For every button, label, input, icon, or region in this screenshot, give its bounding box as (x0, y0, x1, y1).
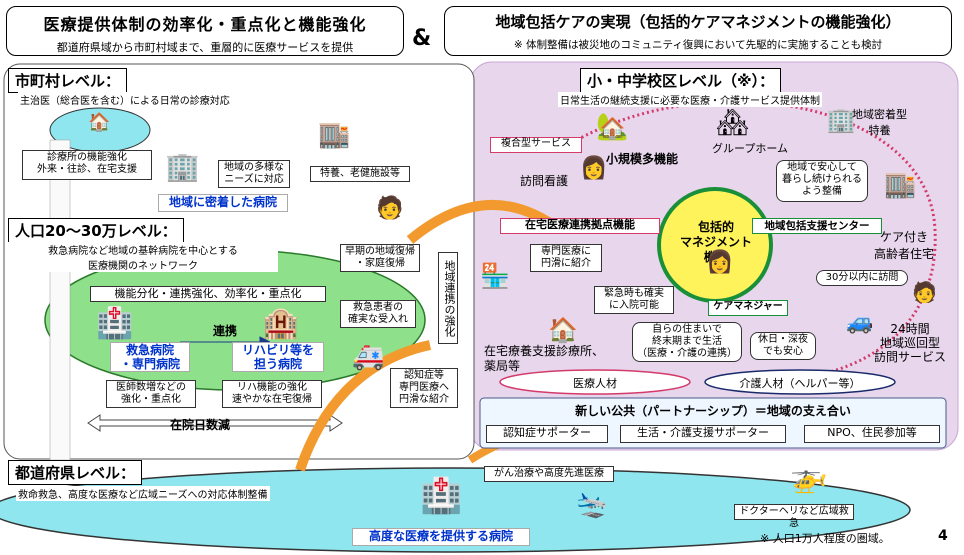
school-district-subtitle: 日常生活の継続支援に必要な医療・介護サービス提供体制 (558, 92, 822, 107)
end-of-life-box: 自らの住まいで 終末期まで生活 （医療・介護の連携） (632, 322, 742, 362)
early-return-box: 早期の地域復帰 ・家庭復帰 (340, 244, 420, 272)
stay-reduction-label: 在院日数減 (170, 418, 231, 432)
comprehensive-mgmt-label: 包括的 マネジメント 機能 (679, 220, 752, 264)
hospital-note-box: 地域の多様な ニーズに対応 (218, 160, 290, 188)
right-title: 地域包括ケアの実現（包括的ケアマネジメントの機能強化） (495, 13, 901, 31)
left-title-box: 医療提供体制の効率化・重点化と機能強化 都道府県域から市町村域まで、重層的に医療… (6, 6, 404, 56)
advanced-hospital-label: 高度な医療を提供する病院 (352, 528, 530, 546)
community-nursing-icon: 🏢 (826, 106, 856, 134)
care-housing-label: ケア付き 高齢者住宅 (874, 230, 935, 261)
local-hospital-label: 地域に密着した病院 (158, 194, 288, 212)
special-nursing-box: 特養、老健施設等 (310, 166, 410, 182)
clinic-function-box: 診療所の機能強化 外来・往診、在宅支援 (22, 150, 152, 180)
new-public-item-npo: NPO、住民参加等 (804, 425, 940, 443)
new-public-item-dementia: 認知症サポーター (486, 425, 608, 443)
community-nursing-label: 地域密着型 特養 (852, 108, 907, 137)
doctor-heli-box: ドクターヘリなど広域救急 (734, 504, 854, 529)
left-title: 医療提供体制の効率化・重点化と機能強化 (43, 15, 367, 34)
doctor-figure-icon: 🧑 (376, 196, 404, 221)
prefecture-heading: 都道府県レベル： (8, 460, 143, 485)
small-multi-building-icon: 🏡 (596, 112, 629, 142)
home-med-center-label: 在宅医療連携拠点機能 (500, 218, 660, 234)
pharmacy-icon: 🏪 (480, 262, 510, 290)
right-subtitle: ※ 体制整備は被災地のコミュニティ復興において先駆的に実施することも検討 (513, 39, 883, 51)
home-clinic-icon: 🏠 (548, 316, 578, 344)
comm-support-center-label: 地域包括支援センター (752, 218, 882, 234)
hospital-building-icon: 🏢 (165, 150, 200, 183)
emergency-hospital-label: 救急病院 ・専門病院 (110, 342, 190, 372)
rehab-hospital-label: リハビリ等を 担う病院 (232, 342, 324, 372)
live-safely-box: 地域で安心して 暮らし続けられる よう整備 (776, 160, 868, 202)
right-title-box: 地域包括ケアの実現（包括的ケアマネジメントの機能強化） ※ 体制整備は被災地のコ… (444, 6, 952, 56)
care-manager-label: ケアマネジャー (708, 300, 788, 316)
new-public-title: 新しい公共（パートナーシップ）＝地域の支え合い (575, 404, 851, 418)
care-manager-figure-icon: 👩 (706, 250, 734, 275)
municipal-subtitle: 主治医（総合医を含む）による日常の診療対応 (18, 92, 232, 107)
cancer-treatment-box: がん治療や高度先進医療 (484, 466, 614, 482)
regional-heading: 人口20～30万レベル： (8, 218, 184, 243)
emergency-hospital-icon: 🏥 (96, 306, 134, 341)
nursing-facility-icon: 🏬 (318, 120, 351, 150)
ambulance-icon: 🚑 (352, 342, 385, 372)
prefecture-subtitle: 救命救急、高度な医療など広域ニーズへの対応体制整備 (16, 486, 270, 501)
visit-nursing-label: 訪問看護 (520, 174, 569, 188)
elderly-housing-icon: 🏬 (884, 170, 917, 200)
rehab-function-box: リハ機能の強化 速やかな在宅復帰 (222, 380, 322, 408)
small-multi-label: 小規模多機能 (606, 152, 679, 166)
complex-service-box: 複合型サービス (490, 137, 582, 153)
emergency-admit-box: 緊急時も確実 に入院可能 (594, 286, 674, 314)
community-link-box: 地域連携の強化 (438, 252, 458, 344)
group-home-label: グループホーム (712, 142, 789, 155)
group-home-icon: 🏘 (716, 108, 750, 138)
care-staff-label: 介護人材（ヘルパー等） (739, 377, 861, 390)
footnote: ※ 人口1万人程度の圏域。 (760, 532, 890, 545)
regional-subtitle: 救急病院など地域の基幹病院を中心とする 医療機関のネットワーク (8, 242, 278, 272)
specialist-referral-box: 専門医療に 円滑に紹介 (530, 244, 602, 272)
function-bar: 機能分化・連携強化、効率化・重点化 (90, 286, 326, 302)
page-number: 4 (938, 528, 948, 544)
holiday-night-box: 休日・深夜 でも安心 (750, 332, 816, 360)
clinic-building-icon: 🏠 (88, 112, 111, 133)
helicopter-icon: 🚁 (790, 460, 828, 495)
home-clinic-label: 在宅療養支援診療所、 薬局等 (484, 344, 605, 373)
helper-figure-icon: 🧑 (912, 280, 937, 304)
visit-car-icon: 🚙 (846, 310, 874, 335)
advanced-hospital-icon: 🏥 (420, 476, 463, 516)
municipal-heading: 市町村レベル： (8, 68, 128, 93)
doctor-increase-box: 医師数増などの 強化・重点化 (106, 380, 196, 408)
school-district-heading: 小・中学校区レベル（※）： (580, 68, 782, 93)
left-subtitle: 都道府県域から市町村域まで、重層的に医療サービスを提供 (56, 41, 354, 54)
rehab-hospital-icon: 🏨 (262, 306, 300, 341)
visit-service-label: 24時間 地域巡回型 訪問サービス (874, 322, 947, 364)
new-public-item-life-support: 生活・介護支援サポーター (620, 425, 786, 443)
medical-staff-label: 医療人材 (573, 377, 617, 390)
cooperation-label: 連携 (212, 324, 237, 338)
nurse-figure-icon: 👩 (580, 156, 608, 181)
dementia-referral-box: 認知症等 専門医療へ 円滑な紹介 (390, 368, 458, 408)
thirty-minute-box: 30分以内に訪問 (816, 270, 908, 286)
emergency-accept-box: 救急患者の 確実な受入れ (340, 300, 416, 328)
ampersand: & (412, 26, 432, 51)
heliport-icon: 🛬 (576, 490, 609, 520)
